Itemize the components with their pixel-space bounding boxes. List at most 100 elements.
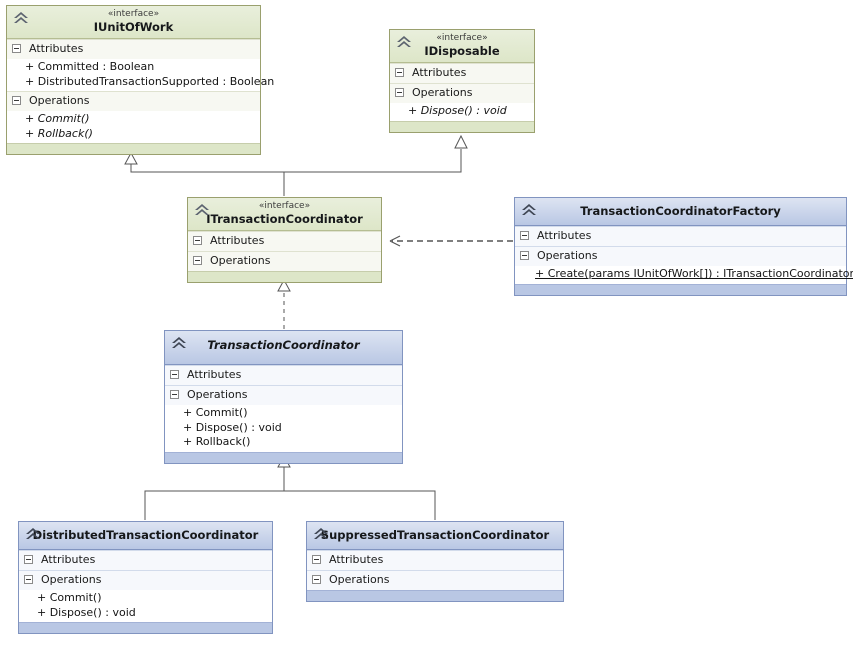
- attributes-label: Attributes: [187, 368, 242, 381]
- operation-item: + Dispose() : void: [37, 605, 136, 619]
- operations-compartment-header[interactable]: Operations: [390, 83, 534, 103]
- class-name: IDisposable: [424, 44, 500, 58]
- class-footer: [188, 271, 381, 282]
- operations-compartment-header[interactable]: Operations: [188, 251, 381, 271]
- class-header: TransactionCoordinator: [165, 331, 402, 365]
- class-stereotype: «interface»: [107, 9, 160, 19]
- collapse-icon[interactable]: [312, 555, 321, 564]
- attributes-compartment-header[interactable]: Attributes: [390, 63, 534, 83]
- connector-subclasses-to-transactioncoordinator: [144, 454, 436, 520]
- operations-list: + Commit() + Dispose() : void: [19, 590, 272, 622]
- operation-item: + Commit(): [37, 591, 102, 604]
- operation-item: + Commit(): [183, 406, 248, 419]
- class-header: «interface» IDisposable: [390, 30, 534, 63]
- operations-label: Operations: [329, 573, 390, 586]
- operations-compartment-header[interactable]: Operations: [19, 570, 272, 590]
- connector-itransactioncoordinator-to-idisposable: [283, 134, 468, 196]
- connector-transactioncoordinator-to-itransactioncoordinator: [277, 278, 291, 329]
- class-box-transactioncoordinatorfactory[interactable]: TransactionCoordinatorFactory Attributes…: [514, 197, 853, 296]
- attributes-compartment-header[interactable]: Attributes: [165, 365, 402, 385]
- attributes-label: Attributes: [29, 42, 84, 55]
- operation-item: + Commit(): [25, 112, 90, 125]
- class-name: SuppressedTransactionCoordinator: [320, 528, 550, 542]
- class-header: DistributedTransactionCoordinator: [19, 522, 272, 550]
- operations-list: + Create(params IUnitOfWork[]) : ITransa…: [515, 266, 853, 284]
- collapse-icon[interactable]: [395, 88, 404, 97]
- class-stereotype: «interface»: [258, 201, 311, 211]
- collapse-icon[interactable]: [312, 575, 321, 584]
- operations-list: + Dispose() : void: [390, 103, 534, 121]
- operations-label: Operations: [537, 249, 598, 262]
- double-chevron-icon: [171, 335, 187, 351]
- collapse-icon[interactable]: [170, 370, 179, 379]
- operations-label: Operations: [210, 254, 271, 267]
- operations-compartment-header[interactable]: Operations: [515, 246, 846, 266]
- collapse-icon[interactable]: [193, 236, 202, 245]
- class-name: ITransactionCoordinator: [206, 212, 363, 226]
- collapse-icon[interactable]: [24, 575, 33, 584]
- operations-label: Operations: [412, 86, 473, 99]
- class-name: TransactionCoordinatorFactory: [580, 204, 781, 218]
- class-footer: [165, 451, 402, 463]
- collapse-icon[interactable]: [12, 44, 21, 53]
- operations-compartment-header[interactable]: Operations: [165, 385, 402, 405]
- class-header: SuppressedTransactionCoordinator: [307, 522, 563, 550]
- class-footer: [515, 283, 846, 295]
- attributes-compartment-header[interactable]: Attributes: [307, 550, 563, 570]
- operations-label: Operations: [41, 573, 102, 586]
- collapse-icon[interactable]: [395, 68, 404, 77]
- class-header: «interface» ITransactionCoordinator: [188, 198, 381, 231]
- collapse-icon[interactable]: [520, 231, 529, 240]
- operations-compartment-header[interactable]: Operations: [307, 570, 563, 590]
- attributes-compartment-header[interactable]: Attributes: [19, 550, 272, 570]
- class-box-distributedtransactioncoordinator[interactable]: DistributedTransactionCoordinator Attrib…: [18, 521, 273, 634]
- operations-label: Operations: [187, 388, 248, 401]
- class-box-idisposable[interactable]: «interface» IDisposable Attributes Opera…: [389, 29, 535, 133]
- attributes-label: Attributes: [537, 229, 592, 242]
- class-box-transactioncoordinator[interactable]: TransactionCoordinator Attributes Operat…: [164, 330, 403, 464]
- operation-item: + Dispose() : void: [408, 104, 507, 117]
- class-footer: [390, 120, 534, 132]
- collapse-icon[interactable]: [170, 390, 179, 399]
- double-chevron-icon: [313, 526, 329, 542]
- operation-item: + Rollback(): [183, 435, 251, 448]
- class-name: DistributedTransactionCoordinator: [32, 528, 259, 542]
- operation-item: + Dispose() : void: [183, 420, 282, 434]
- attribute-item: + Committed : Boolean: [25, 60, 155, 73]
- connector-factory-to-itransactioncoordinator: [389, 235, 513, 247]
- class-stereotype: «interface»: [436, 33, 488, 43]
- class-header: TransactionCoordinatorFactory: [515, 198, 846, 226]
- double-chevron-icon: [396, 34, 412, 50]
- double-chevron-icon: [521, 202, 537, 218]
- operations-label: Operations: [29, 94, 90, 107]
- attributes-label: Attributes: [41, 553, 96, 566]
- attributes-compartment-header[interactable]: Attributes: [7, 39, 260, 59]
- class-box-suppressedtransactioncoordinator[interactable]: SuppressedTransactionCoordinator Attribu…: [306, 521, 564, 602]
- class-name: IUnitOfWork: [93, 20, 174, 34]
- double-chevron-icon: [13, 10, 29, 26]
- attributes-list: + Committed : Boolean + DistributedTrans…: [7, 59, 275, 91]
- attribute-item: + DistributedTransactionSupported : Bool…: [25, 74, 275, 88]
- operations-compartment-header[interactable]: Operations: [7, 91, 260, 111]
- operations-list: + Commit() + Rollback(): [7, 111, 260, 143]
- collapse-icon[interactable]: [12, 96, 21, 105]
- class-footer: [19, 622, 272, 633]
- attributes-label: Attributes: [210, 234, 265, 247]
- collapse-icon[interactable]: [193, 256, 202, 265]
- attributes-compartment-header[interactable]: Attributes: [515, 226, 846, 246]
- attributes-label: Attributes: [412, 66, 467, 79]
- operation-item: + Rollback(): [25, 126, 93, 140]
- connector-itransactioncoordinator-to-iunitofwork: [124, 151, 285, 196]
- collapse-icon[interactable]: [520, 251, 529, 260]
- operation-item: + Create(params IUnitOfWork[]) : ITransa…: [535, 267, 853, 280]
- collapse-icon[interactable]: [24, 555, 33, 564]
- class-footer: [7, 143, 260, 154]
- class-header: «interface» IUnitOfWork: [7, 6, 260, 39]
- operations-list: + Commit() + Dispose() : void + Rollback…: [165, 405, 402, 452]
- class-footer: [307, 590, 563, 601]
- attributes-compartment-header[interactable]: Attributes: [188, 231, 381, 251]
- class-box-iunitofwork[interactable]: «interface» IUnitOfWork Attributes + Com…: [6, 5, 275, 155]
- class-box-itransactioncoordinator[interactable]: «interface» ITransactionCoordinator Attr…: [187, 197, 382, 283]
- double-chevron-icon: [25, 526, 41, 542]
